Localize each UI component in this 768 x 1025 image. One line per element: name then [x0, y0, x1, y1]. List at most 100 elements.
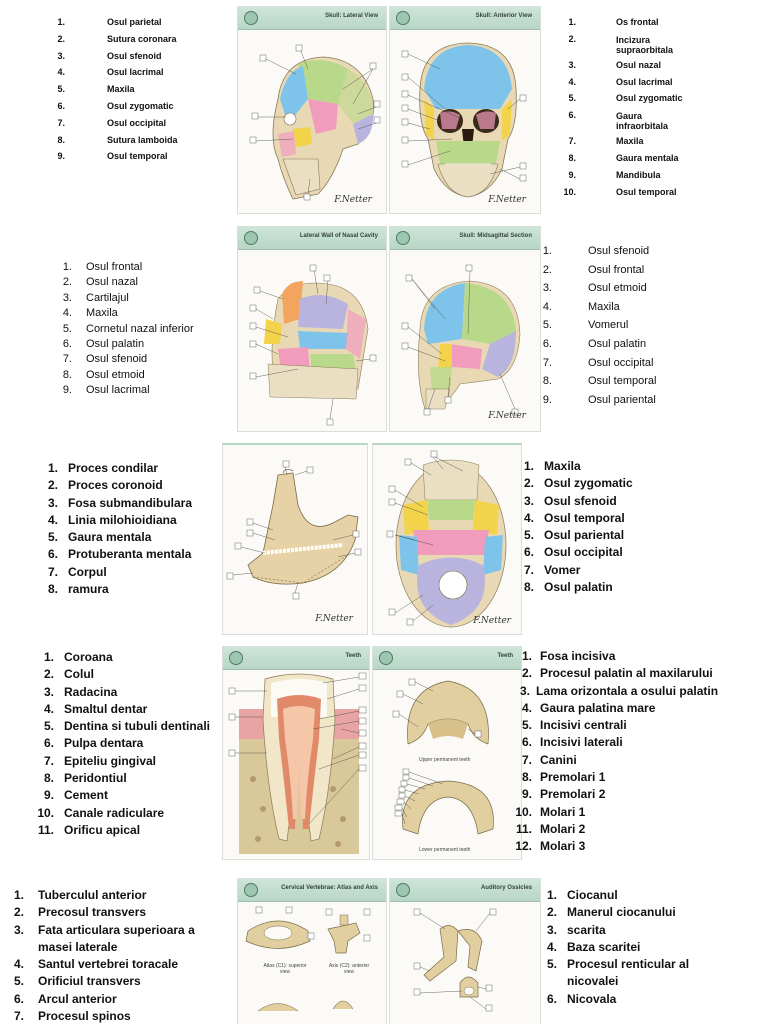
upper-teeth-caption: Upper permanent teeth: [419, 757, 471, 763]
list-item: 1.Proces condilar: [47, 461, 159, 475]
list-skull-lateral: 1.Osul parietal 2.Sutura coronara 3.Osul…: [55, 14, 225, 165]
panel-nasal-wall: Lateral Wall of Nasal Cavity: [237, 226, 387, 432]
list-item: 5.Osul pariental: [523, 528, 625, 543]
list-item: 5.Cornetul nazal inferior: [62, 322, 194, 335]
list-item: 6.Protuberanta mentala: [47, 547, 192, 562]
list-item: 3.Osul sfenoid: [57, 50, 162, 61]
panel-title: Skull: Midsagittal Section: [459, 233, 532, 239]
list-item: 4.Osul lacrimal: [57, 67, 164, 78]
panel-skull-lateral: Skull: Lateral View F.Netter: [237, 6, 387, 214]
mandible-illustration: [226, 460, 362, 600]
list-item: 8.Osul etmoid: [62, 368, 145, 381]
panel-skull-base: F.Netter: [372, 443, 522, 635]
artist-signature: F.Netter: [488, 195, 526, 205]
panel-dental-arches: Teeth Upper permanent teeth Lower perman…: [372, 646, 522, 860]
list-item: 5.Dentina si tubuli dentinali: [43, 719, 211, 734]
list-item: 1.Ciocanul: [546, 888, 618, 902]
list-item: 6.Osul occipital: [523, 545, 623, 560]
skull-lateral-illustration: [249, 44, 381, 201]
list-tooth-structure: 1.Coroana 2.Colul 3.Radacina 4.Smaltul d…: [32, 649, 227, 839]
list-item: 10.Canale radiculare: [37, 805, 165, 820]
list-item: 4.Maxila: [62, 307, 118, 320]
list-auditory-ossicles: 1.Ciocanul 2.Manerul ciocanului 3.scarit…: [543, 887, 763, 1008]
list-item: 5.Orificiul transvers: [13, 974, 141, 989]
list-item: 6.Arcul anterior: [13, 991, 117, 1006]
list-item: 6.Osul palatin: [542, 337, 647, 350]
list-item: 3.Osul sfenoid: [523, 493, 617, 508]
list-skull-anterior: 1.Os frontal 2.Incizura supraorbitala 3.…: [560, 14, 760, 200]
list-skull-base: 1.Maxila 2.Osul zygomatic 3.Osul sfenoid…: [520, 458, 760, 596]
artist-signature: F.Netter: [488, 411, 526, 421]
plate-badge-icon: [396, 231, 410, 245]
list-item: 9.Premolari 2: [521, 787, 606, 802]
list-item: 7.Osul sfenoid: [62, 353, 148, 366]
list-item: 5.Gaura mentala: [47, 530, 152, 545]
skull-midsagittal-illustration: [401, 264, 521, 416]
atlas-caption: Atlas (C1): superior view: [263, 963, 307, 975]
list-item: 9.Cement: [43, 788, 109, 803]
list-item: 6.Osul zygomatic: [57, 100, 174, 111]
list-item: 11.Orificu apical: [37, 822, 141, 837]
list-item: 8.Osul temporal: [542, 375, 657, 388]
list-item: 4.Santul vertebrei toracale: [13, 957, 179, 972]
list-item: 1.Osul frontal: [62, 261, 143, 273]
list-item: 7.Osul occipital: [57, 117, 167, 128]
panel-cervical-vertebrae: Cervical Vertebrae: Atlas and Axis Atlas…: [237, 878, 387, 1024]
list-item: 9.Osul pariental: [542, 393, 656, 406]
list-item: 12.Molari 3: [515, 839, 586, 854]
list-item: 4.Osul lacrimal: [568, 76, 673, 87]
list-item: 2.Osul frontal: [542, 263, 645, 276]
list-item: 7.Maxila: [568, 136, 644, 147]
list-skull-midsagittal: 1.Osul sfenoid 2.Osul frontal 3.Osul etm…: [540, 242, 760, 409]
list-item: 7.Osul occipital: [542, 356, 654, 369]
dental-arches-illustration: [392, 678, 494, 835]
list-item: 1.Coroana: [43, 650, 113, 664]
list-item: 5.Vomerul: [542, 319, 629, 332]
panel-title: Cervical Vertebrae: Atlas and Axis: [281, 885, 378, 891]
list-item: 7.Vomer: [523, 562, 581, 577]
list-item: 6.Gaura infraorbitala: [568, 110, 669, 132]
plate-badge-icon: [379, 651, 393, 665]
list-item: 6.Incisivi laterali: [521, 735, 623, 750]
list-item: 8.Sutura lamboida: [57, 134, 178, 145]
list-item: 4.Osul temporal: [523, 510, 625, 525]
list-item: 2.Osul nazal: [62, 276, 138, 289]
list-item: 3.Radacina: [43, 684, 118, 699]
list-item: 1.Tuberculul anterior: [13, 888, 147, 902]
list-item: 9.Osul lacrimal: [62, 384, 150, 397]
list-nasal-wall: 1.Osul frontal 2.Osul nazal 3.Cartilajul…: [60, 260, 235, 399]
list-item: 9.Mandibula: [568, 169, 661, 180]
list-item: 2.Procesul palatin al maxilarului: [521, 666, 713, 681]
panel-title: Lateral Wall of Nasal Cavity: [299, 233, 378, 239]
list-item: 3.Osul etmoid: [542, 282, 647, 295]
list-item: 7.Epiteliu gingival: [43, 753, 157, 768]
list-item: 4.Baza scaritei: [546, 939, 641, 954]
panel-skull-anterior: Skull: Anterior View F.Netter: [389, 6, 541, 214]
nasal-wall-illustration: [249, 264, 377, 426]
list-item: 6.Pulpa dentara: [43, 736, 144, 751]
list-item: 3.Fata articulara superioara a masei lat…: [13, 922, 195, 954]
list-item: 6.Nicovala: [546, 991, 617, 1006]
lower-teeth-caption: Lower permanent teeth: [419, 847, 471, 853]
list-item: 3.scarita: [546, 922, 606, 937]
list-item: 5.Maxila: [57, 84, 135, 95]
plate-badge-icon: [396, 11, 410, 25]
list-item: 3.Lama orizontala a osului palatin: [519, 683, 719, 698]
plate-badge-icon: [244, 11, 258, 25]
list-item: 5.Incisivi centrali: [521, 718, 627, 733]
list-item: 2.Manerul ciocanului: [546, 905, 676, 920]
ossicles-illustration: [413, 908, 497, 1012]
list-item: 8.Osul palatin: [523, 580, 613, 595]
list-item: 3.Cartilajul: [62, 291, 129, 304]
panel-mandible: F.Netter: [222, 443, 368, 635]
list-item: 2.Proces coronoid: [47, 478, 163, 493]
artist-signature: F.Netter: [334, 195, 372, 205]
list-item: 1.Osul sfenoid: [542, 245, 650, 257]
list-item: 1.Fosa incisiva: [521, 649, 616, 663]
list-item: 3.Osul nazal: [568, 59, 662, 70]
list-item: 2.Sutura coronara: [57, 33, 177, 44]
list-item: 4.Smaltul dentar: [43, 701, 148, 716]
list-item: 5.Procesul renticular al nicovalei: [546, 957, 690, 989]
panel-auditory-ossicles: Auditory Ossicles: [389, 878, 541, 1024]
plate-badge-icon: [229, 651, 243, 665]
